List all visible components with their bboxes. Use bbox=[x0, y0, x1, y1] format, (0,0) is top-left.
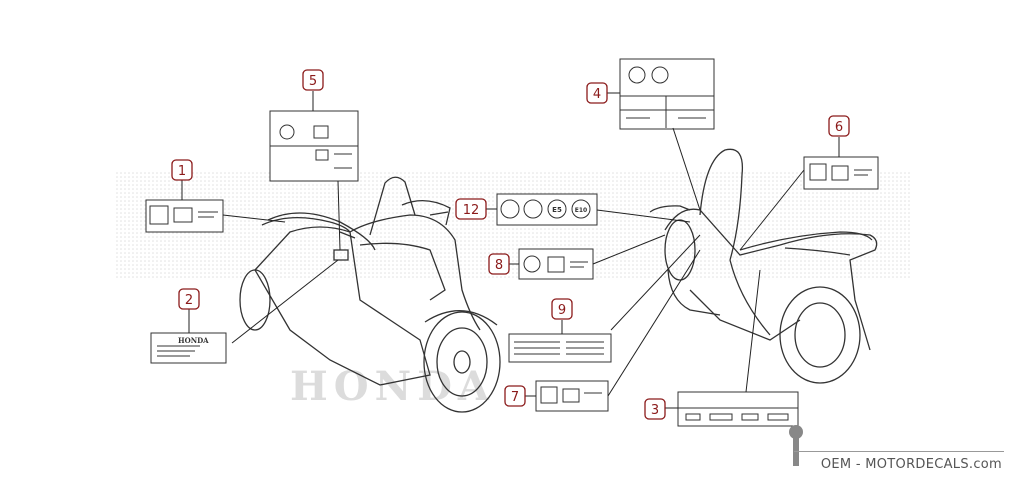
svg-text:2: 2 bbox=[185, 293, 193, 308]
svg-text:8: 8 bbox=[495, 258, 503, 273]
callout-badges: 1 2 3 4 5 6 7 8 bbox=[171, 69, 850, 420]
label-box-6 bbox=[803, 156, 879, 190]
svg-text:4: 4 bbox=[593, 87, 601, 102]
callout-4[interactable]: 4 bbox=[586, 82, 608, 104]
label-box-8 bbox=[518, 248, 594, 280]
scooter-rear-view bbox=[649, 148, 878, 384]
background-honda-mark: HONDA bbox=[290, 363, 495, 410]
callout-3[interactable]: 3 bbox=[644, 398, 666, 420]
honda-label-text: HONDA bbox=[178, 336, 209, 345]
callout-5[interactable]: 5 bbox=[302, 69, 324, 91]
callout-6[interactable]: 6 bbox=[828, 115, 850, 137]
watermark-text: OEM - MOTORDECALS.com bbox=[820, 457, 1002, 472]
leader-lines bbox=[181, 91, 840, 409]
svg-text:9: 9 bbox=[558, 303, 566, 318]
svg-text:12: 12 bbox=[463, 203, 480, 218]
label-box-4 bbox=[619, 58, 715, 130]
callout-8[interactable]: 8 bbox=[488, 253, 510, 275]
callout-1[interactable]: 1 bbox=[171, 159, 193, 181]
watermark-rule bbox=[794, 451, 1004, 452]
svg-text:7: 7 bbox=[511, 390, 519, 405]
background-watermark-band: HONDA bbox=[115, 170, 910, 410]
svg-text:3: 3 bbox=[651, 403, 659, 418]
callout-9[interactable]: 9 bbox=[551, 298, 573, 320]
svg-text:6: 6 bbox=[835, 120, 843, 135]
svg-text:5: 5 bbox=[309, 74, 317, 89]
e5-mark: E5 bbox=[552, 206, 562, 214]
scooter-front-view bbox=[239, 176, 501, 413]
label-box-7 bbox=[535, 380, 609, 412]
label-box-5 bbox=[269, 110, 359, 182]
label-box-3 bbox=[677, 391, 799, 427]
label-box-1 bbox=[145, 199, 224, 233]
callout-12[interactable]: 12 bbox=[455, 198, 487, 220]
watermark-pin-icon bbox=[789, 425, 803, 466]
e10-mark: E10 bbox=[575, 207, 587, 214]
svg-text:1: 1 bbox=[178, 164, 186, 179]
callout-2[interactable]: 2 bbox=[178, 288, 200, 310]
callout-7[interactable]: 7 bbox=[504, 385, 526, 407]
label-box-2 bbox=[150, 332, 227, 364]
label-box-9 bbox=[508, 333, 612, 363]
